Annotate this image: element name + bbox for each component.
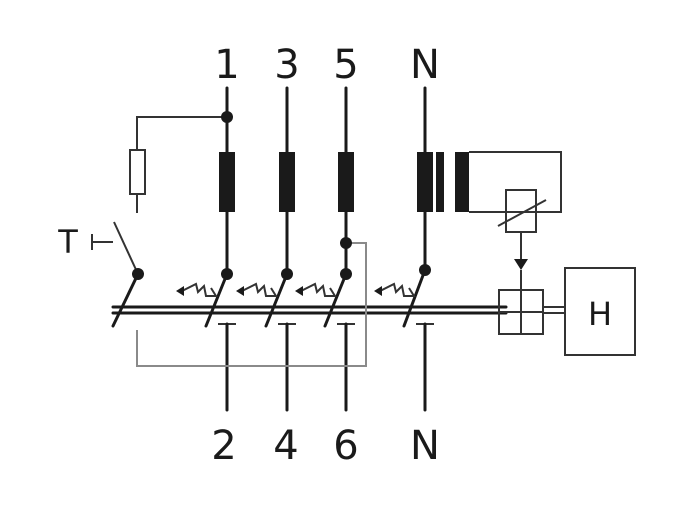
terminal-label-3: 3: [274, 42, 299, 88]
secondary-loop-wire: [469, 151, 562, 213]
junction-dot-phase-1-top: [221, 111, 233, 123]
test-switch-blade: [113, 221, 139, 275]
junction-dot-phase-5-upper: [340, 237, 352, 249]
contact-latch-arrow-phase-1: [176, 286, 184, 296]
winding-phase-1: [219, 152, 235, 212]
terminal-label-n-bottom: N: [410, 423, 440, 469]
junction-dot-phase-1: [221, 268, 233, 280]
transformer-secondary-coil: [455, 152, 469, 212]
contact-latch-neutral: [377, 282, 416, 297]
test-circuit-upper-wire: [136, 116, 227, 150]
switch-blade-neutral: [402, 268, 427, 328]
switch-blade-phase-3: [264, 272, 289, 328]
relay-arrow-head: [514, 259, 528, 270]
contact-latch-phase-3: [239, 282, 278, 297]
relay-coil-diagonal: [497, 199, 547, 227]
winding-neutral: [417, 152, 433, 212]
terminal-label-1: 1: [214, 42, 239, 88]
contact-latch-arrow-neutral: [374, 286, 382, 296]
contact-latch-arrow-phase-3: [236, 286, 244, 296]
switch-blade-phase-1: [204, 272, 229, 328]
test-button-label: T: [57, 223, 78, 261]
junction-dot-neutral: [419, 264, 431, 276]
contact-latch-phase-5: [298, 282, 337, 297]
winding-phase-5: [338, 152, 354, 212]
test-resistor: [129, 149, 146, 195]
terminal-label-4: 4: [273, 423, 298, 469]
junction-dot-phase-3: [281, 268, 293, 280]
switch-blade-test: [111, 272, 140, 328]
contact-latch-arrow-phase-5: [295, 286, 303, 296]
terminal-label-2: 2: [211, 423, 236, 469]
winding-phase-3: [279, 152, 295, 212]
junction-dot-test: [132, 268, 144, 280]
switch-blade-phase-5: [323, 272, 348, 328]
junction-dot-phase-5: [340, 268, 352, 280]
terminal-label-n-top: N: [410, 42, 440, 88]
terminal-label-5: 5: [333, 42, 358, 88]
contact-latch-phase-1: [179, 282, 218, 297]
terminal-label-6: 6: [333, 423, 358, 469]
trip-unit-label: H: [588, 295, 612, 333]
transformer-core: [436, 152, 444, 212]
trip-unit-box: [564, 267, 636, 356]
test-circuit-return-wire: [136, 242, 367, 367]
